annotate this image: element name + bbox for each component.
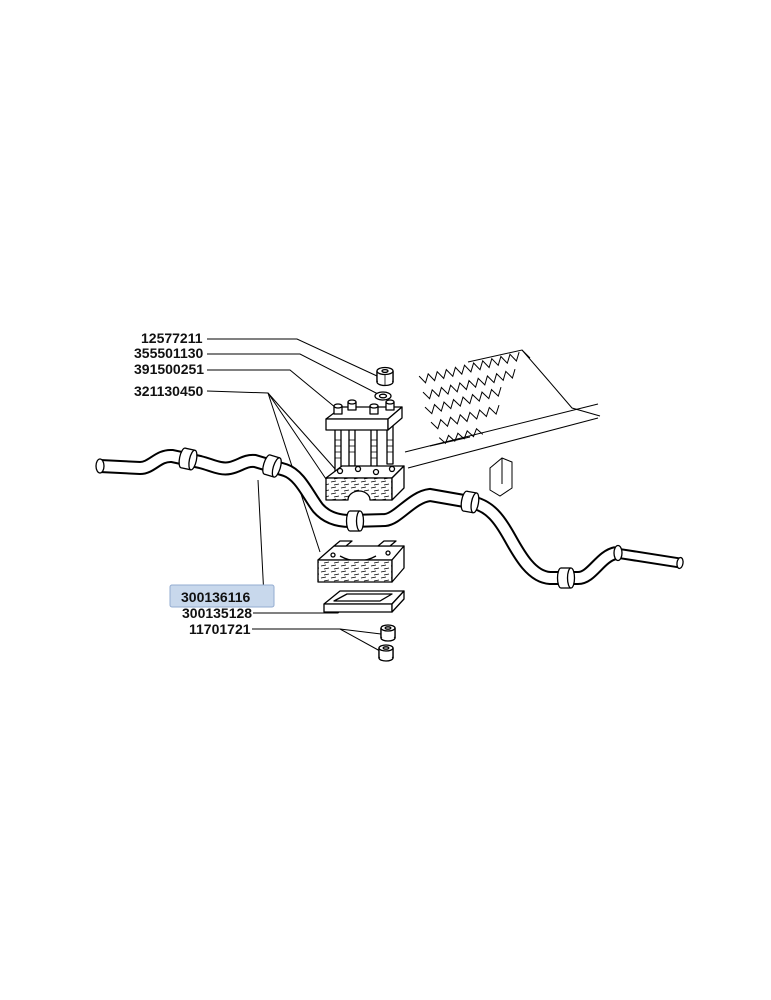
spring-coil bbox=[430, 404, 500, 430]
bolt-head bbox=[385, 399, 395, 411]
leader-line bbox=[252, 628, 382, 635]
upper-clamp-block bbox=[325, 465, 405, 501]
part-label[interactable]: 300135128 bbox=[182, 605, 252, 621]
spring-coil bbox=[438, 427, 484, 445]
leader-line bbox=[253, 479, 265, 598]
washer bbox=[374, 391, 392, 401]
nut bbox=[380, 624, 396, 642]
bushing bbox=[262, 454, 282, 478]
highlight-box bbox=[169, 584, 275, 608]
bolt-heads bbox=[333, 399, 395, 415]
bar-collar bbox=[613, 544, 623, 562]
spring-coil bbox=[418, 351, 520, 384]
part-label[interactable]: 11701721 bbox=[189, 621, 251, 637]
nut bbox=[376, 366, 394, 387]
clamp-upper-plate bbox=[325, 406, 403, 431]
lower-clamp-block bbox=[317, 540, 405, 583]
bar-end-left bbox=[95, 458, 105, 474]
leader-line bbox=[207, 338, 378, 377]
spring-coil bbox=[424, 386, 502, 415]
part-label[interactable]: 391500251 bbox=[134, 361, 204, 377]
spring-coil bbox=[422, 368, 516, 400]
bolt-head bbox=[347, 399, 357, 411]
chassis-bracket bbox=[489, 457, 513, 497]
part-label[interactable]: 355501130 bbox=[134, 345, 204, 361]
bushing bbox=[460, 490, 480, 514]
part-labels: 12577211 355501130 391500251 321130450 3… bbox=[134, 330, 252, 637]
leader-line bbox=[207, 369, 337, 409]
bolt-head bbox=[369, 403, 379, 415]
stabilizer-bar bbox=[96, 456, 684, 578]
leader-line bbox=[207, 353, 379, 395]
part-label-highlighted[interactable]: 300136116 bbox=[181, 589, 251, 605]
bushing bbox=[345, 510, 365, 532]
leader-line bbox=[339, 628, 381, 652]
clamp-bottom-plate bbox=[323, 590, 405, 613]
bushing bbox=[178, 447, 198, 471]
leader-line bbox=[267, 392, 337, 471]
bushing bbox=[556, 567, 576, 589]
chassis-frame bbox=[404, 349, 601, 497]
nut bbox=[378, 644, 394, 662]
part-label[interactable]: 12577211 bbox=[141, 330, 203, 346]
bolt-head bbox=[333, 403, 343, 415]
part-label[interactable]: 321130450 bbox=[134, 383, 204, 399]
bar-end-right bbox=[676, 556, 684, 570]
